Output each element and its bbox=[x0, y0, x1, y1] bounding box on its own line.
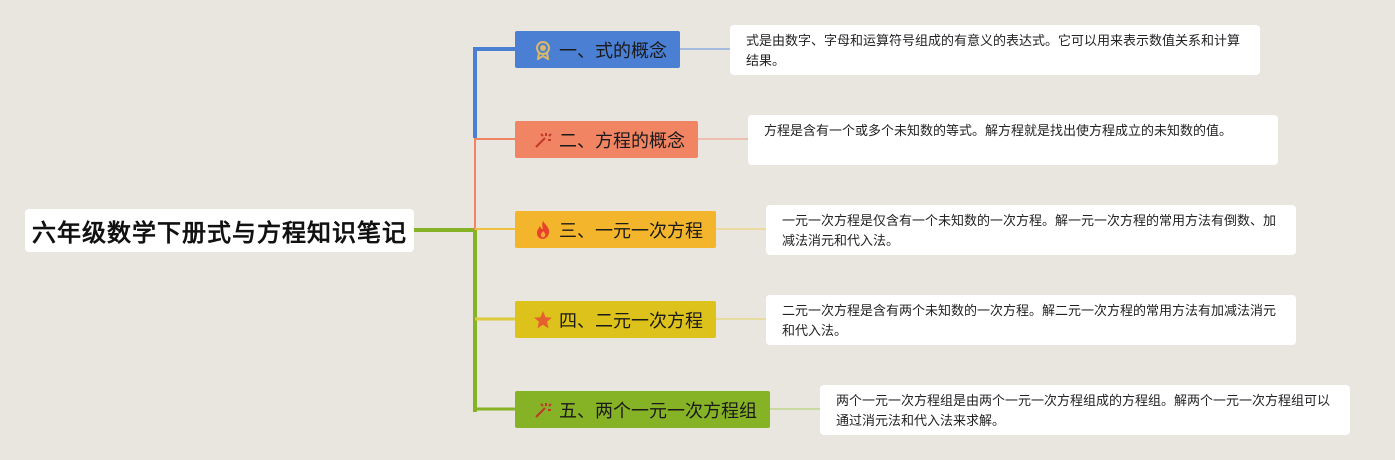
note-text: 式是由数字、字母和运算符号组成的有意义的表达式。它可以用来表示数值关系和计算结果… bbox=[746, 34, 1241, 69]
branch-label: 二、方程的概念 bbox=[559, 130, 685, 152]
note-text: 一元一次方程是仅含有一个未知数的一次方程。解一元一次方程的常用方法有倒数、加减法… bbox=[782, 214, 1277, 249]
branch-topic-2[interactable]: 二、方程的概念 bbox=[515, 121, 698, 158]
branch-topic-4[interactable]: 四、二元一次方程 bbox=[515, 301, 716, 338]
medal-icon bbox=[533, 40, 553, 60]
note-4[interactable]: 二元一次方程是含有两个未知数的一次方程。解二元一次方程的常用方法有加减法消元和代… bbox=[766, 295, 1296, 345]
branch-label: 一、式的概念 bbox=[559, 40, 667, 62]
branch-topic-1[interactable]: 一、式的概念 bbox=[515, 31, 680, 68]
note-text: 方程是含有一个或多个未知数的等式。解方程就是找出使方程成立的未知数的值。 bbox=[764, 124, 1233, 139]
fireworks-icon bbox=[533, 130, 553, 150]
root-topic[interactable]: 六年级数学下册式与方程知识笔记 bbox=[25, 209, 414, 252]
note-5[interactable]: 两个一元一次方程组是由两个一元一次方程组成的方程组。解两个一元一次方程组可以通过… bbox=[820, 385, 1350, 435]
note-text: 两个一元一次方程组是由两个一元一次方程组成的方程组。解两个一元一次方程组可以通过… bbox=[836, 394, 1331, 429]
branch-topic-5[interactable]: 五、两个一元一次方程组 bbox=[515, 391, 770, 428]
branch-topic-3[interactable]: 三、一元一次方程 bbox=[515, 211, 716, 248]
note-1[interactable]: 式是由数字、字母和运算符号组成的有意义的表达式。它可以用来表示数值关系和计算结果… bbox=[730, 25, 1260, 75]
branch-label: 四、二元一次方程 bbox=[559, 310, 703, 332]
branch-label: 五、两个一元一次方程组 bbox=[559, 400, 757, 422]
root-title: 六年级数学下册式与方程知识笔记 bbox=[32, 219, 407, 247]
branch-label: 三、一元一次方程 bbox=[559, 220, 703, 242]
star-icon bbox=[533, 310, 553, 330]
fireworks-icon bbox=[533, 400, 553, 420]
note-text: 二元一次方程是含有两个未知数的一次方程。解二元一次方程的常用方法有加减法消元和代… bbox=[782, 304, 1277, 339]
note-3[interactable]: 一元一次方程是仅含有一个未知数的一次方程。解一元一次方程的常用方法有倒数、加减法… bbox=[766, 205, 1296, 255]
fire-icon bbox=[533, 220, 553, 240]
note-2[interactable]: 方程是含有一个或多个未知数的等式。解方程就是找出使方程成立的未知数的值。 bbox=[748, 115, 1278, 165]
